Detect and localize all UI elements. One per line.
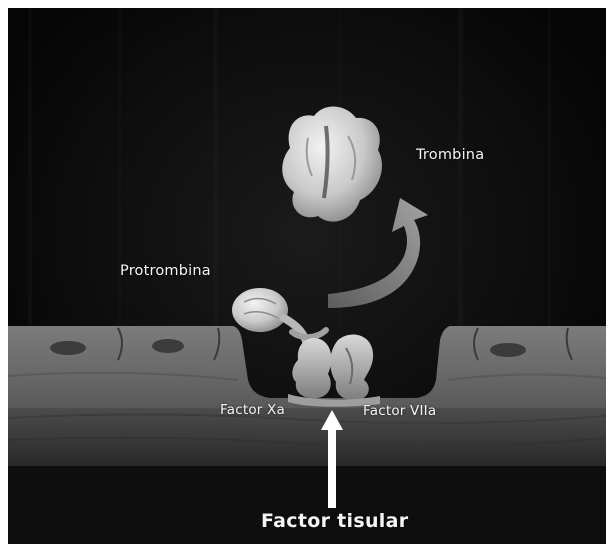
label-factor-tisular: Factor tisular [261,510,408,532]
label-factor-xa: Factor Xa [220,402,285,418]
coagulation-illustration [8,8,606,544]
label-protrombina: Protrombina [120,263,211,279]
lower-band [8,466,606,544]
label-trombina: Trombina [416,147,484,163]
prothrombin-molecule [232,288,288,332]
label-factor-viia: Factor VIIa [363,403,436,419]
